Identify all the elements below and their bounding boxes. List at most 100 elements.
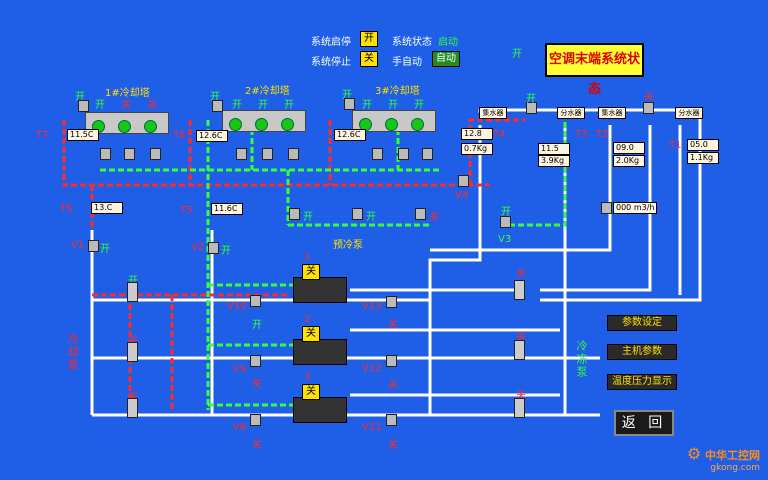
tower3-name: 3#冷却塔 xyxy=(375,86,420,97)
precool-pump-2[interactable] xyxy=(352,208,363,220)
tower2-outlet-valve-a[interactable] xyxy=(236,148,247,160)
header-valve-2-state: 关 xyxy=(644,92,654,103)
tower1-outlet-valve-a[interactable] xyxy=(100,148,111,160)
tower3-outlet-valve-c[interactable] xyxy=(422,148,433,160)
tower1-outlet-valve-b[interactable] xyxy=(124,148,135,160)
header-valve-1-state: 开 xyxy=(526,94,536,105)
tower1-fan2-state: 关 xyxy=(121,100,131,111)
chill-pump-label: 冷冻泵 xyxy=(575,340,588,379)
reading-temp-d: 05.0 xyxy=(687,139,719,151)
tower3-outlet-valve-a[interactable] xyxy=(372,148,383,160)
cooling-pump-2-state: 关 xyxy=(128,332,138,347)
chiller-2[interactable]: 关 xyxy=(293,326,347,365)
v12-valve[interactable] xyxy=(386,355,397,367)
chiller1-switch[interactable]: 关 xyxy=(302,264,320,280)
logo-text-en: gkong.com xyxy=(710,463,760,473)
chiller3-switch[interactable]: 关 xyxy=(302,384,320,400)
v1-state: 开 xyxy=(100,244,110,255)
v2-label: V2 xyxy=(191,242,205,253)
v10-valve[interactable] xyxy=(250,295,261,307)
v9-valve[interactable] xyxy=(250,355,261,367)
precool-pump-1[interactable] xyxy=(289,208,300,220)
v9-state: 关 xyxy=(252,379,262,390)
chiller2-switch[interactable]: 关 xyxy=(302,326,320,342)
cooling-tower-3[interactable] xyxy=(352,110,436,132)
header-valve-2[interactable] xyxy=(643,102,654,114)
v12-label: V12 xyxy=(362,363,382,374)
tower3-valve-state: 开 xyxy=(342,90,352,101)
chiller-1[interactable]: 关 xyxy=(293,264,347,303)
gear-icon: ⚙ xyxy=(686,444,702,463)
v11-valve[interactable] xyxy=(386,414,397,426)
auto-manual-button[interactable]: 自动 xyxy=(432,51,460,67)
t9-value: 12.6C xyxy=(334,129,366,141)
system-stop-button[interactable]: 关 xyxy=(360,51,378,67)
tower2-name: 2#冷却塔 xyxy=(245,86,290,97)
tower1-inlet-valve[interactable] xyxy=(78,100,89,112)
temp-pressure-display-button[interactable]: 温度压力显示 xyxy=(607,374,677,390)
flow-value: 000 m3/h xyxy=(613,202,658,214)
v4-label: V4 xyxy=(455,190,469,201)
tower2-outlet-valve-b[interactable] xyxy=(262,148,273,160)
tower2-inlet-valve[interactable] xyxy=(212,100,223,112)
chiller-3[interactable]: 关 xyxy=(293,384,347,423)
v3-label: V3 xyxy=(498,234,512,245)
v1-valve[interactable] xyxy=(88,240,99,252)
v10-state: 开 xyxy=(252,320,262,331)
fan-icon xyxy=(144,120,157,133)
cooling-pump-3-state: 关 xyxy=(128,388,138,403)
v8-valve[interactable] xyxy=(250,414,261,426)
tower1-fan3-state: 关 xyxy=(147,100,157,111)
cooling-pump-1[interactable] xyxy=(127,282,138,302)
chill-pump-2[interactable] xyxy=(514,340,525,360)
v9-label: V9 xyxy=(233,364,247,375)
v13-label: V13 xyxy=(362,301,382,312)
t2-label: T2 xyxy=(596,129,609,140)
back-button[interactable]: 返 回 xyxy=(614,410,674,436)
v2-valve[interactable] xyxy=(208,242,219,254)
tower3-fan1-state: 开 xyxy=(362,100,372,111)
v11-label: V11 xyxy=(362,422,382,433)
reading-temp-a: 12.8 xyxy=(461,128,493,140)
host-params-button[interactable]: 主机参数 xyxy=(607,344,677,360)
v4-valve[interactable] xyxy=(458,175,469,187)
tower3-fan2-state: 开 xyxy=(388,100,398,111)
v1-label: V1 xyxy=(71,240,85,251)
chill-pump-3[interactable] xyxy=(514,398,525,418)
reading-press-b: 3.9Kg xyxy=(538,155,570,167)
tower3-outlet-valve-b[interactable] xyxy=(398,148,409,160)
fan-icon xyxy=(118,120,131,133)
collector-box-1: 集水器 xyxy=(479,107,507,119)
auto-manual-label: 手自动 xyxy=(392,57,422,68)
tower1-outlet-valve-c[interactable] xyxy=(150,148,161,160)
tower2-fan1-state: 开 xyxy=(232,100,242,111)
cooling-pump-label: 冷却泵 xyxy=(66,333,79,372)
t4-label: T4 xyxy=(493,129,506,140)
gkong-logo: ⚙ 中华工控网 gkong.com xyxy=(687,446,760,474)
reading-temp-c: 09.0 xyxy=(613,142,645,154)
reading-press-c: 2.0Kg xyxy=(613,155,645,167)
fan-icon xyxy=(255,118,268,131)
fan-icon xyxy=(385,118,398,131)
collector-box-2: 集水器 xyxy=(598,107,626,119)
cooling-pump-2[interactable] xyxy=(127,342,138,362)
v3-valve[interactable] xyxy=(500,216,511,228)
v8-state: 关 xyxy=(252,440,262,451)
header-valve-1[interactable] xyxy=(526,102,537,114)
cooling-pump-1-state: 开 xyxy=(128,272,138,287)
tower2-outlet-valve-c[interactable] xyxy=(288,148,299,160)
tower3-inlet-valve[interactable] xyxy=(344,98,355,110)
cooling-pump-3[interactable] xyxy=(127,398,138,418)
system-start-button[interactable]: 开 xyxy=(360,31,378,47)
v8-label: V8 xyxy=(233,422,247,433)
param-settings-button[interactable]: 参数设定 xyxy=(607,315,677,331)
chill-pump-1[interactable] xyxy=(514,280,525,300)
chill-pump-3-state: 关 xyxy=(516,390,526,401)
v13-valve[interactable] xyxy=(386,296,397,308)
v2-state: 开 xyxy=(221,246,231,257)
t8-label: T8 xyxy=(173,130,186,141)
t7-label: T7 xyxy=(36,130,49,141)
precool-pump-3[interactable] xyxy=(415,208,426,220)
cooling-tower-2[interactable] xyxy=(222,110,306,132)
